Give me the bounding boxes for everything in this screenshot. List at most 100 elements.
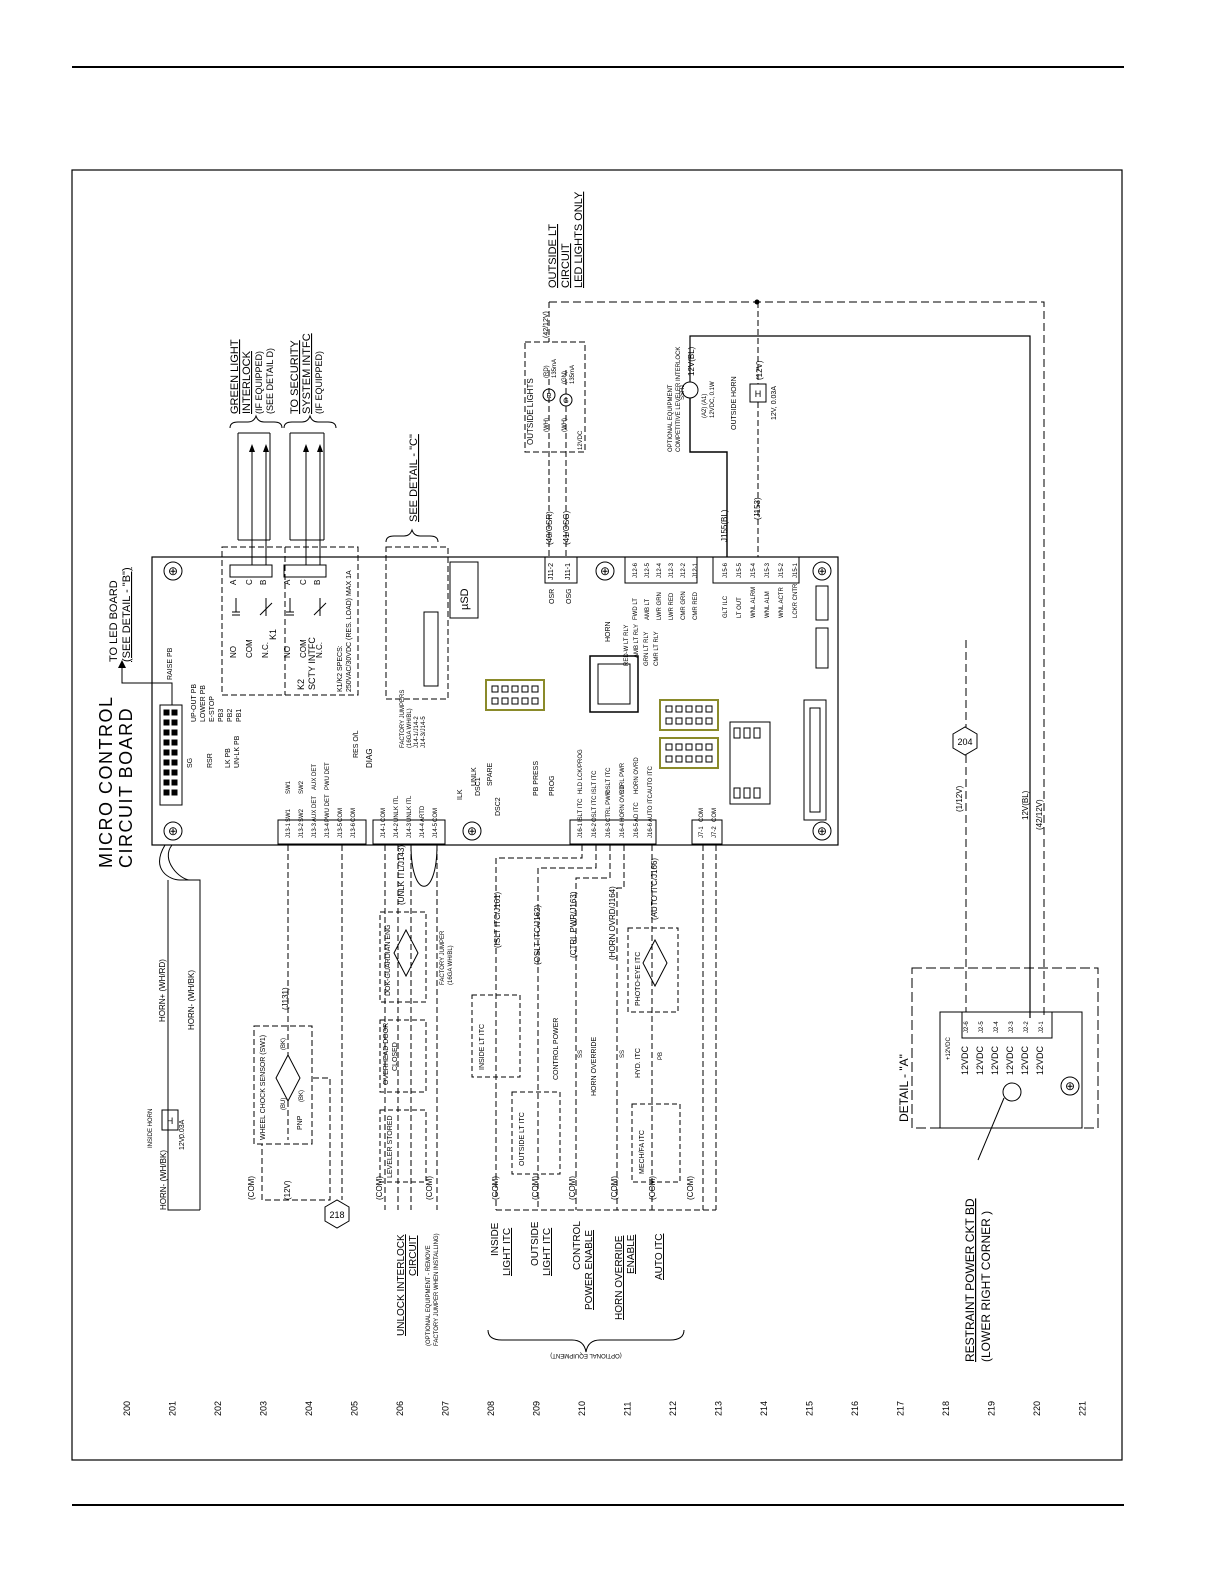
svg-text:(SEE DETAIL - "B"): (SEE DETAIL - "B") xyxy=(121,567,133,662)
svg-text:SW1: SW1 xyxy=(286,780,292,794)
header-j4 xyxy=(815,627,829,669)
grid-number: 214 xyxy=(759,1401,769,1416)
svg-text:(COM): (COM) xyxy=(610,1176,619,1200)
svg-text:J16-3: J16-3 xyxy=(606,822,612,838)
svg-text:SS: SS xyxy=(620,1050,626,1058)
svg-text:C: C xyxy=(299,579,308,585)
svg-text:12VDC: 12VDC xyxy=(578,430,584,450)
svg-text:J13-3: J13-3 xyxy=(312,822,318,838)
detail-a-title: DETAIL - "A" xyxy=(897,1054,911,1122)
svg-text:J15-3: J15-3 xyxy=(765,562,771,578)
svg-text:B: B xyxy=(259,580,268,585)
dip-switch[interactable] xyxy=(423,611,439,687)
overhead-door-switch xyxy=(379,1019,427,1093)
svg-text:J14-3: J14-3 xyxy=(407,822,413,838)
mounting-hole: ⊕ xyxy=(595,561,615,581)
svg-text:OSG: OSG xyxy=(566,588,573,604)
svg-text:204: 204 xyxy=(957,737,972,747)
outside-lights-title: OUTSIDE LIGHTS xyxy=(526,378,535,445)
svg-text:AUX DET: AUX DET xyxy=(312,796,318,822)
svg-text:UNLK ITL: UNLK ITL xyxy=(407,795,413,822)
mid-board-labels: UNLK ILK SPARE DSC1 DSC2 PB PRESS PROG xyxy=(457,761,556,816)
svg-text:SEE DETAIL - "C": SEE DETAIL - "C" xyxy=(408,434,420,522)
svg-text:J16-2: J16-2 xyxy=(592,822,598,838)
outside-lt-circuit-link: OUTSIDE LT CIRCUIT LED LIGHTS ONLY xyxy=(547,191,585,288)
svg-text:TO LED BOARD: TO LED BOARD xyxy=(108,580,120,662)
svg-text:J2-3: J2-3 xyxy=(1009,1021,1015,1033)
restraint-led xyxy=(1002,1082,1022,1102)
svg-text:LWR GRN: LWR GRN xyxy=(657,592,663,620)
svg-text:LOWER PB: LOWER PB xyxy=(200,685,207,722)
outside-lights-box xyxy=(524,341,586,453)
mounting-hole: ⊕ xyxy=(163,561,183,581)
svg-text:AMB LT RLY: AMB LT RLY xyxy=(634,624,640,658)
header-j18 xyxy=(659,699,719,731)
svg-text:UP-OUT PB: UP-OUT PB xyxy=(191,684,198,722)
svg-text:CTRL PWR: CTRL PWR xyxy=(606,790,612,822)
grid-number: 207 xyxy=(441,1401,451,1416)
svg-text:RAISE PB: RAISE PB xyxy=(167,647,174,680)
detail-c-brace xyxy=(385,528,439,543)
svg-text:(COM): (COM) xyxy=(375,1176,384,1200)
svg-text:12VDC: 12VDC xyxy=(1035,1045,1045,1075)
svg-text:J16-6: J16-6 xyxy=(648,822,654,838)
factory-jumper-loop xyxy=(410,844,438,887)
svg-text:J16-1: J16-1 xyxy=(578,822,584,838)
svg-text:OVERHEAD DOOR: OVERHEAD DOOR xyxy=(383,1023,390,1085)
outside-light-green: G (WH) (GN) 135mA 12VDC xyxy=(559,365,584,450)
svg-text:(J153): (J153) xyxy=(753,497,762,520)
svg-text:135mA: 135mA xyxy=(552,359,558,378)
svg-text:COM: COM xyxy=(338,808,344,822)
svg-text:LIGHT ITC: LIGHT ITC xyxy=(542,1228,553,1276)
svg-text:J15-2: J15-2 xyxy=(779,562,785,578)
svg-text:(WH): (WH) xyxy=(562,418,568,432)
svg-text:(AUTO ITC/J166): (AUTO ITC/J166) xyxy=(650,858,659,920)
svg-text:OUTSIDE LT: OUTSIDE LT xyxy=(547,224,559,288)
outside-light-red: R (WH) (RD) 135mA xyxy=(542,359,558,432)
svg-text:12VDC: 12VDC xyxy=(960,1045,970,1075)
svg-text:(LOWER RIGHT CORNER ): (LOWER RIGHT CORNER ) xyxy=(979,1211,993,1362)
header-j3 xyxy=(815,585,829,621)
grid-number: 209 xyxy=(532,1401,542,1416)
grid-number: 204 xyxy=(304,1401,314,1416)
svg-text:E-STOP: E-STOP xyxy=(209,696,216,722)
sd-card-slot[interactable] xyxy=(449,561,479,619)
svg-text:HORN- (WH/BK): HORN- (WH/BK) xyxy=(159,1150,168,1210)
svg-text:⊕: ⊕ xyxy=(600,564,610,578)
photo-eye-itc xyxy=(627,927,679,1013)
svg-text:OUTSIDE: OUTSIDE xyxy=(530,1221,541,1266)
svg-text:OPTIONAL EQUIPMENT: OPTIONAL EQUIPMENT xyxy=(668,384,674,452)
svg-text:UN-LK PB: UN-LK PB xyxy=(234,735,241,768)
restraint-label: RESTRAINT POWER CKT BD (LOWER RIGHT CORN… xyxy=(963,1198,993,1362)
header-j5 xyxy=(659,737,719,769)
svg-text:12V,: 12V, xyxy=(179,1136,186,1150)
relay-area xyxy=(221,546,359,696)
svg-text:A: A xyxy=(229,579,238,585)
svg-text:(12V): (12V) xyxy=(283,1180,292,1200)
detail-a-connector xyxy=(961,1011,1053,1039)
svg-text:J15-4: J15-4 xyxy=(751,562,757,578)
grid-number: 217 xyxy=(896,1401,906,1416)
svg-text:(42/12V): (42/12V) xyxy=(1035,799,1044,830)
inside-horn-icon: H xyxy=(161,1109,179,1131)
svg-text:COM: COM xyxy=(712,808,718,822)
svg-text:HLD LCK/PROG: HLD LCK/PROG xyxy=(578,749,584,794)
relay-k2-label: K2 xyxy=(296,679,306,690)
svg-text:ILK: ILK xyxy=(457,789,464,800)
grid-number: 205 xyxy=(350,1401,360,1416)
svg-text:J14-4: J14-4 xyxy=(420,822,426,838)
svg-text:A: A xyxy=(283,579,292,585)
svg-text:12VDC: 12VDC xyxy=(975,1045,985,1075)
grid-number: 213 xyxy=(714,1401,724,1416)
optional-ssr-note: OPTIONAL EQUIPMENT COMPETITIVE LEVELER I… xyxy=(668,347,682,452)
header-j20 xyxy=(485,679,545,711)
svg-text:OSLT ITC: OSLT ITC xyxy=(592,795,598,822)
svg-text:SW2: SW2 xyxy=(299,808,305,822)
svg-text:RSR: RSR xyxy=(207,753,214,768)
svg-text:(J131): (J131) xyxy=(281,987,290,1010)
svg-text:OUTSIDE LT ITC: OUTSIDE LT ITC xyxy=(519,1112,526,1166)
svg-text:(COM): (COM) xyxy=(425,1176,434,1200)
svg-text:MECH/FA ITC: MECH/FA ITC xyxy=(639,1130,646,1174)
